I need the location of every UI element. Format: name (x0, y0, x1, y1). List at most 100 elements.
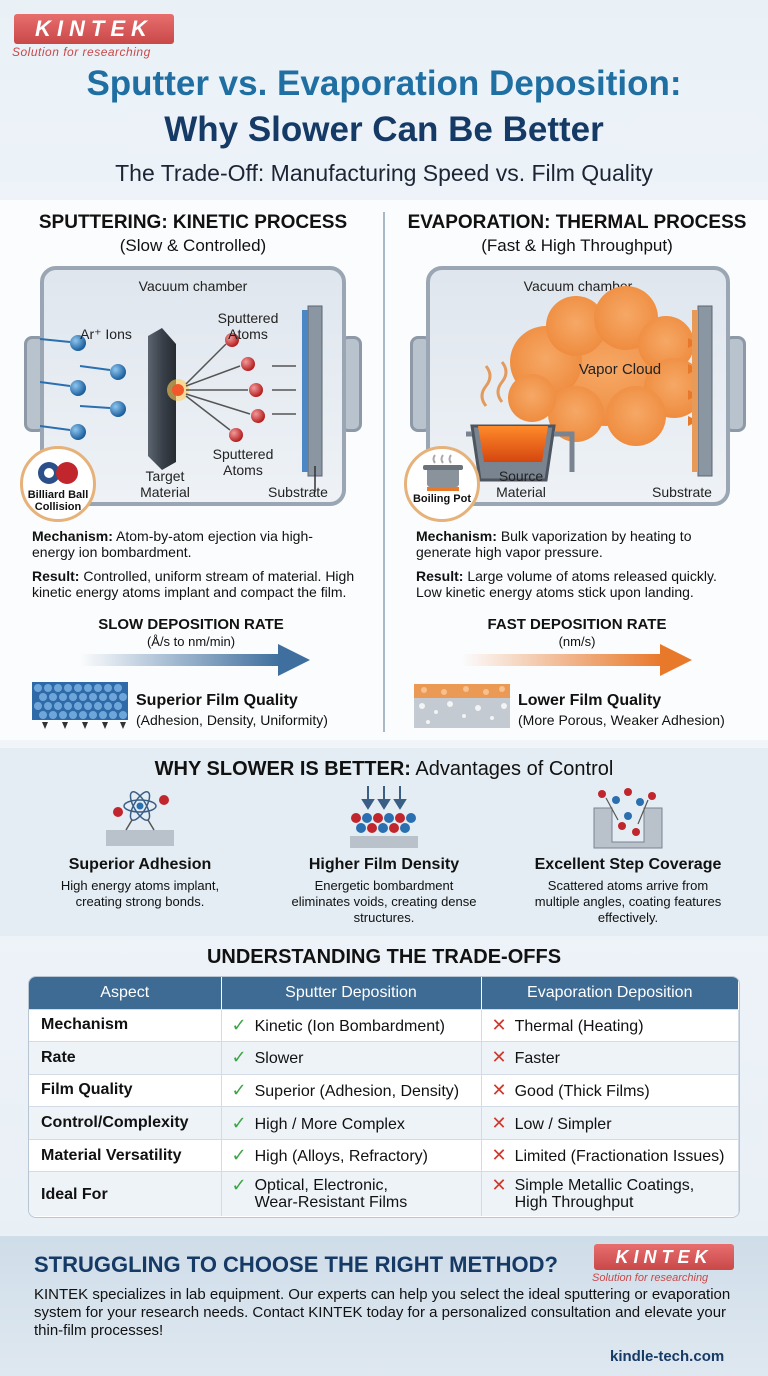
sputtering-mechanism: Mechanism: Atom-by-atom ejection via hig… (32, 528, 352, 560)
table-row: Rate ✓ Slower ✕ Faster (29, 1041, 739, 1075)
cross-icon: ✕ (491, 1047, 507, 1068)
ar-ions-label: Ar⁺ Ions (80, 326, 132, 342)
sputtering-result-text: Controlled, uniform stream of material. … (32, 568, 355, 600)
evaporation-diagram (466, 286, 713, 482)
porous-film-icon (414, 684, 510, 728)
cross-icon: ✕ (491, 1014, 507, 1035)
table-cell-sputter: ✓Optical, Electronic, Wear-Resistant Fil… (221, 1171, 482, 1216)
table-cell-sputter-text: Superior (Adhesion, Density) (254, 1082, 460, 1100)
ar-ions-stream (40, 335, 126, 440)
table-cell-evap-text: Simple Metallic Coatings, High Throughpu… (514, 1177, 695, 1212)
evaporation-result-text: Large volume of atoms released quickly. … (416, 568, 717, 600)
table-cell-sputter-text: High (Alloys, Refractory) (254, 1148, 428, 1166)
billiard-ball-badge: Billiard Ball Collision (20, 446, 96, 522)
table-cell-aspect: Mechanism (29, 1008, 222, 1042)
table-cell-evap: ✕ Limited (Fractionation Issues) (481, 1138, 739, 1172)
why-slower-title-bold: WHY SLOWER IS BETTER: (154, 758, 411, 780)
evaporation-mechanism: Mechanism: Bulk vaporization by heating … (416, 528, 746, 560)
evaporation-heading: EVAPORATION: THERMAL PROCESS (407, 212, 747, 233)
why-slower-title-rest: Advantages of Control (410, 758, 614, 780)
evaporation-substrate-label: Substrate (652, 484, 712, 500)
evaporation-chamber-label: Vacuum chamber (523, 278, 633, 294)
adv-density-desc: Energetic bombardment eliminates voids, … (291, 878, 477, 925)
table-cell-sputter-text: Slower (254, 1050, 304, 1068)
target-material-label: Target Material (140, 468, 190, 500)
table-cell-aspect: Rate (29, 1041, 222, 1075)
tradeoffs-title: UNDERSTANDING THE TRADE-OFFS (206, 946, 562, 968)
fast-rate-arrow (462, 644, 692, 676)
sputtering-mechanism-label: Mechanism: (32, 528, 113, 544)
check-icon: ✓ (231, 1014, 247, 1035)
superior-quality-title: Superior Film Quality (136, 692, 298, 709)
table-row: Material Versatility ✓High (Alloys, Refr… (29, 1138, 739, 1172)
boiling-pot-badge-label: Boiling Pot (412, 493, 472, 505)
adv-step-coverage-title: Excellent Step Coverage (534, 856, 722, 873)
footer-text: KINTEK specializes in lab equipment. Our… (34, 1286, 731, 1339)
table-cell-evap: ✕ Good (Thick Films) (481, 1073, 739, 1107)
evap-substrate-plate (692, 305, 713, 477)
table-cell-evap-text: Good (Thick Films) (514, 1082, 650, 1100)
billiard-ball-icon (38, 462, 78, 484)
evaporation-mechanism-label: Mechanism: (416, 528, 497, 544)
impact-spark (167, 379, 189, 401)
table-cell-evap: ✕ Low / Simpler (481, 1106, 739, 1140)
check-icon: ✓ (231, 1047, 247, 1068)
table-cell-sputter: ✓High / More Complex (221, 1106, 482, 1140)
table-cell-sputter-text: Kinetic (Ion Bombardment) (254, 1017, 445, 1035)
why-slower-title: WHY SLOWER IS BETTER: Advantages of Cont… (0, 758, 768, 781)
sputtered-atoms-bottom-label: Sputtered Atoms (212, 446, 274, 478)
tradeoffs-table: Aspect Sputter Deposition Evaporation De… (28, 976, 740, 1218)
evaporation-mechanism-text: Bulk vaporization by heating to generate… (416, 528, 692, 560)
adv-density-title: Higher Film Density (308, 856, 460, 873)
fast-rate-heading: FAST DEPOSITION RATE (487, 616, 667, 633)
adv-step-coverage-desc: Scattered atoms arrive from multiple ang… (534, 878, 722, 925)
table-cell-sputter-text: Optical, Electronic, Wear-Resistant Film… (254, 1177, 408, 1212)
sputtering-subheading: (Slow & Controlled) (119, 236, 267, 255)
table-header-aspect: Aspect (29, 977, 222, 1009)
table-cell-evap-text: Low / Simpler (514, 1115, 612, 1133)
source-material-label: Source Material (496, 468, 546, 500)
table-row: Ideal For ✓Optical, Electronic, Wear-Res… (29, 1171, 739, 1216)
table-cell-evap: ✕ Faster (481, 1041, 739, 1075)
sputtered-atoms (185, 333, 296, 442)
slow-rate-unit: (Å/s to nm/min) (146, 634, 236, 649)
table-cell-evap-text: Limited (Fractionation Issues) (514, 1148, 725, 1166)
page-title-line1: Sputter vs. Evaporation Deposition: (86, 64, 682, 103)
check-icon: ✓ (231, 1112, 247, 1133)
lower-quality-title: Lower Film Quality (518, 692, 662, 709)
sputtering-heading: SPUTTERING: KINETIC PROCESS (38, 212, 348, 233)
dense-film-icon (32, 682, 128, 729)
kintek-logo: KINTEK (14, 14, 174, 44)
table-cell-aspect: Control/Complexity (29, 1106, 222, 1140)
table-cell-sputter: ✓ Kinetic (Ion Bombardment) (221, 1008, 482, 1042)
table-row: Control/Complexity ✓High / More Complex … (29, 1106, 739, 1140)
sputtering-diagram (40, 305, 323, 492)
evaporation-subheading: (Fast & High Throughput) (481, 236, 673, 255)
fast-rate-unit: (nm/s) (558, 634, 596, 649)
footer-kintek-logo: KINTEK (594, 1244, 734, 1270)
adhesion-atom-icon (106, 791, 174, 846)
target-block (148, 328, 176, 470)
evaporation-result: Result: Large volume of atoms released q… (416, 568, 746, 600)
table-cell-sputter: ✓ Slower (221, 1041, 482, 1075)
evaporation-result-label: Result: (416, 568, 464, 584)
footer-title: STRUGGLING TO CHOOSE THE RIGHT METHOD? (34, 1252, 558, 1277)
column-divider (383, 212, 385, 732)
table-cell-aspect: Material Versatility (29, 1138, 222, 1172)
adv-adhesion-desc: High energy atoms implant, creating stro… (60, 878, 220, 909)
cross-icon: ✕ (491, 1145, 507, 1166)
slow-rate-heading: SLOW DEPOSITION RATE (98, 616, 284, 633)
vapor-cloud-label: Vapor Cloud (578, 361, 662, 378)
table-row: Film Quality ✓Superior (Adhesion, Densit… (29, 1073, 739, 1107)
table-cell-evap-text: Faster (514, 1050, 560, 1068)
table-cell-evap: ✕Thermal (Heating) (481, 1008, 739, 1042)
density-compact-icon (350, 786, 418, 848)
sputtering-substrate-label: Substrate (268, 484, 328, 500)
website-link[interactable]: kindle-tech.com (610, 1348, 725, 1365)
table-cell-aspect: Film Quality (29, 1073, 222, 1107)
cross-icon: ✕ (491, 1175, 507, 1196)
cross-icon: ✕ (491, 1079, 507, 1100)
lower-quality-sub: (More Porous, Weaker Adhesion) (518, 712, 725, 728)
cross-icon: ✕ (491, 1112, 507, 1133)
billiard-ball-badge-label: Billiard Ball Collision (27, 489, 89, 513)
